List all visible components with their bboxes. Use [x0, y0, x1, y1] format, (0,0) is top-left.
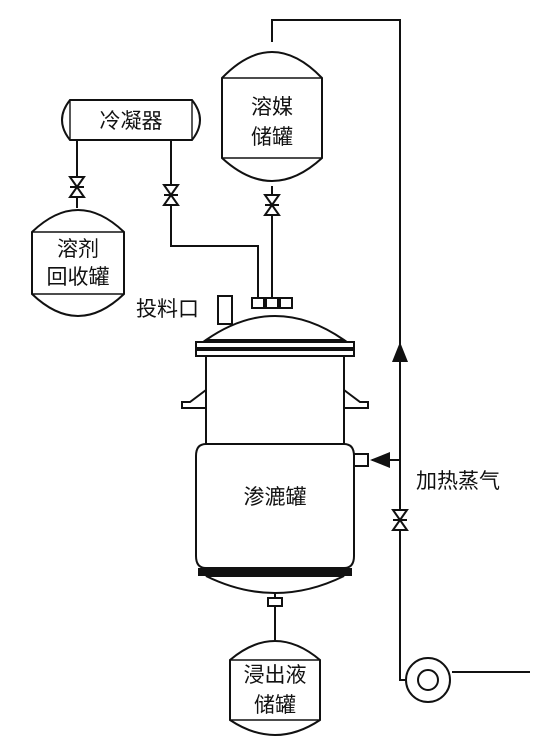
percolation-tank-label: 渗漉罐 [244, 485, 307, 509]
heating-steam-label: 加热蒸气 [416, 469, 500, 493]
pump-icon [405, 657, 451, 703]
solvent-storage-label-line2: 储罐 [251, 125, 293, 149]
extract-storage-label-line2: 储罐 [254, 693, 296, 717]
extract-storage-tank: 浸出液 储罐 [229, 640, 321, 736]
valve-icon [162, 184, 180, 206]
solvent-recovery-tank: 溶剂 回收罐 [31, 209, 125, 317]
solvent-storage-tank: 溶媒 储罐 [221, 51, 323, 182]
extract-storage-label-line1: 浸出液 [244, 663, 307, 687]
solvent-recovery-label-line1: 溶剂 [57, 237, 99, 261]
solvent-recovery-label-line2: 回收罐 [47, 265, 110, 289]
valve-icon [263, 194, 281, 216]
valve-icon [391, 509, 409, 531]
valves [68, 176, 409, 531]
solvent-storage-label-line1: 溶媒 [251, 95, 293, 119]
percolation-tank: 渗漉罐 [181, 295, 369, 607]
condenser: 冷凝器 [61, 99, 201, 141]
valve-icon [68, 176, 86, 198]
feed-port-label: 投料口 [136, 297, 199, 321]
feed-port [217, 295, 233, 325]
condenser-label: 冷凝器 [100, 109, 163, 133]
